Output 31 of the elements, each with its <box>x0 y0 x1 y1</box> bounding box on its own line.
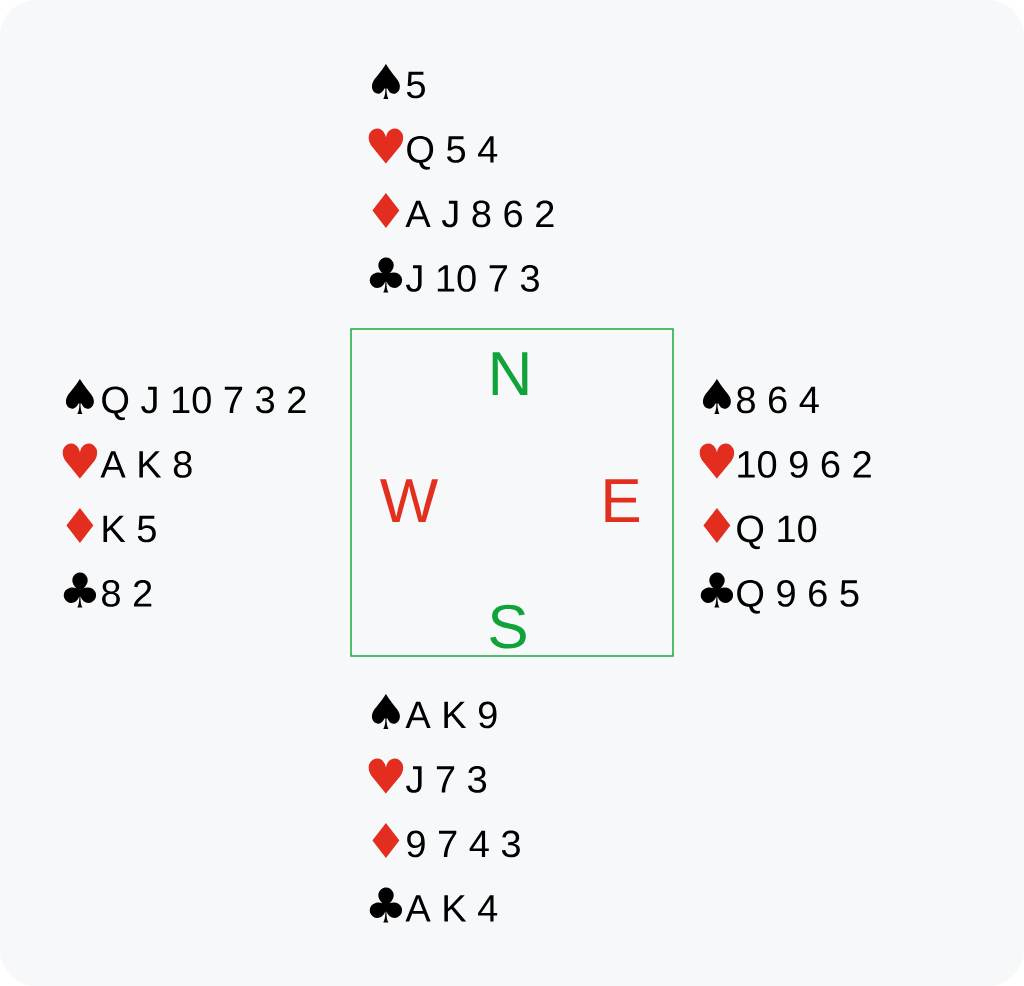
card-ranks: A J 8 6 2 <box>405 200 554 228</box>
suit-symbol: ♠ <box>65 379 94 414</box>
compass-letter: N <box>492 352 528 395</box>
compass-letter: S <box>490 604 526 649</box>
card-ranks: Q 10 <box>737 515 817 550</box>
card-ranks: J 7 3 <box>406 765 487 793</box>
compass-letter: E <box>605 479 640 522</box>
card-ranks: 5 <box>406 71 425 99</box>
card-ranks: K 5 <box>103 515 156 543</box>
suit-symbol: ♦ <box>372 193 400 228</box>
card-ranks: 10 9 6 2 <box>738 450 871 478</box>
card-ranks: A K 9 <box>405 701 497 729</box>
suit-symbol: ♠ <box>371 64 400 99</box>
compass-box <box>350 328 674 657</box>
suit-symbol: ♣ <box>369 887 403 923</box>
suit-symbol: ♥ <box>368 128 404 164</box>
suit-symbol: ♥ <box>62 443 98 479</box>
card-ranks: 8 6 4 <box>737 386 819 414</box>
card-ranks: Q 9 6 5 <box>737 579 859 614</box>
card-ranks: Q J 10 7 3 2 <box>102 386 306 421</box>
suit-symbol: ♣ <box>63 572 97 608</box>
card-ranks: A K 4 <box>405 895 498 922</box>
card-ranks: 8 2 <box>102 579 152 607</box>
compass-letter: W <box>380 479 439 522</box>
suit-symbol: ♦ <box>66 508 94 543</box>
card-ranks: J 10 7 3 <box>406 264 539 292</box>
suit-symbol: ♦ <box>372 823 400 858</box>
card-ranks: Q 5 4 <box>407 135 498 170</box>
suit-symbol: ♥ <box>368 758 404 794</box>
card-ranks: A K 8 <box>100 450 192 478</box>
card-ranks: 9 7 4 3 <box>407 830 520 858</box>
